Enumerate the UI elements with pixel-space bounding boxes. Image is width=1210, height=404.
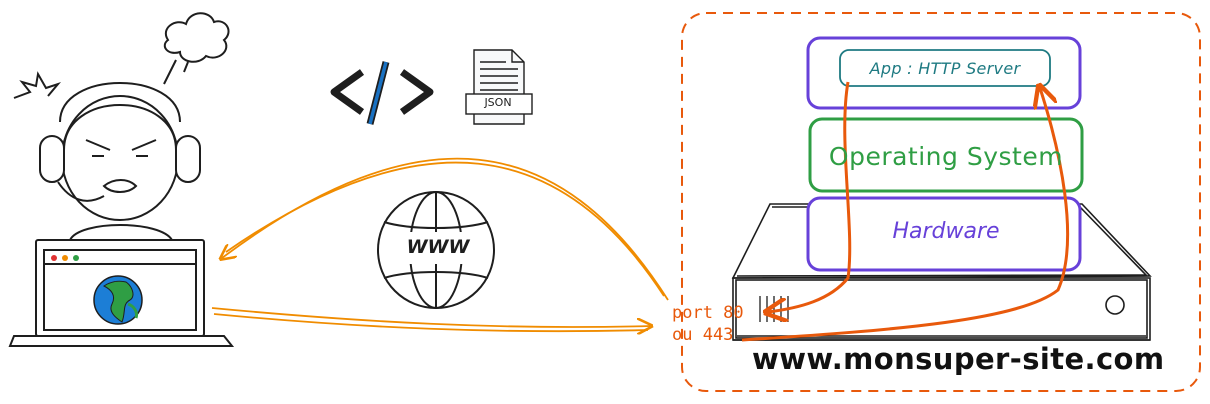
operating-system-label: Operating System	[828, 142, 1064, 171]
domain-name-label: www.monsuper-site.com	[752, 342, 1165, 376]
port-line-1: port 80	[672, 303, 744, 323]
http-server-box	[839, 49, 1051, 87]
globe-icon	[377, 191, 495, 309]
json-file-label: JSON	[484, 96, 512, 109]
hardware-label: Hardware	[892, 219, 1000, 244]
server-boundary	[681, 12, 1201, 392]
json-file-icon	[465, 49, 533, 125]
request-path-arrow	[741, 88, 1070, 342]
steam-cloud-icon	[163, 12, 230, 85]
laptop-icon	[8, 239, 235, 347]
hardware-box	[806, 196, 1082, 272]
port-line-2: ou 443	[672, 325, 734, 345]
anger-burst-icon	[13, 71, 62, 99]
port-label: port 80 ou 443	[672, 302, 744, 346]
response-arc-arrow	[222, 157, 669, 301]
os-box	[808, 117, 1084, 193]
request-arc-arrow	[211, 307, 650, 331]
response-path-arrow	[768, 81, 852, 312]
globe-www-label: WWW	[406, 236, 470, 258]
http-server-label: App : HTTP Server	[869, 59, 1021, 78]
browser-globe-icon	[93, 275, 143, 325]
angry-user-icon	[39, 82, 201, 241]
code-icon	[330, 61, 434, 125]
power-button-icon	[1105, 295, 1125, 315]
